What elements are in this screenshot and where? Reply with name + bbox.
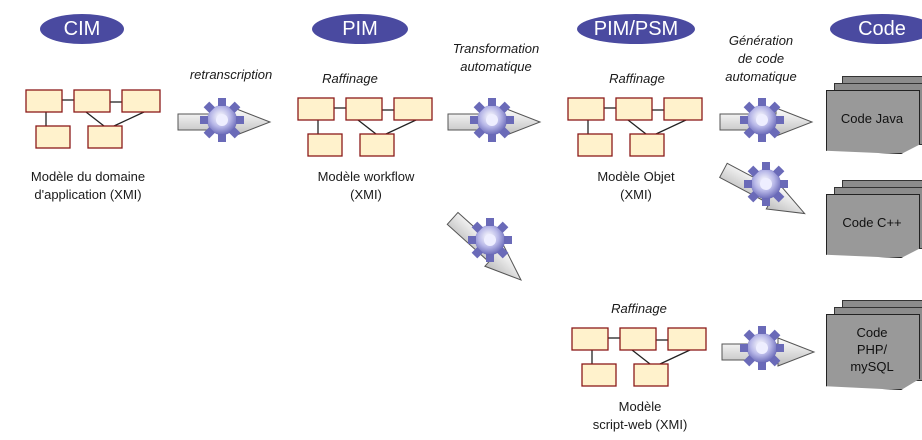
- label-generation-line2: de code: [737, 51, 785, 66]
- document-code-java: Code Java: [826, 76, 922, 156]
- caption-scriptweb-line2: script-web (XMI): [592, 417, 688, 432]
- document-code-php: Code PHP/ mySQL: [826, 300, 922, 400]
- gear-icon: [740, 326, 784, 370]
- stage-pim-psm: PIM/PSM: [577, 14, 695, 44]
- label-raffinage-psm: Raffinage: [609, 71, 665, 86]
- document-label-php: Code PHP/ mySQL: [850, 324, 894, 374]
- model-diagram-domaine: [25, 89, 161, 149]
- caption-workflow-line1: Modèle workflow: [317, 169, 415, 184]
- label-raffinage-web: Raffinage: [611, 301, 667, 316]
- model-diagram-objet: [567, 97, 703, 157]
- label-generation-line3: automatique: [725, 69, 797, 84]
- stage-cim: CIM: [40, 14, 124, 44]
- caption-scriptweb-line1: Modèle: [618, 399, 662, 414]
- gear-icon: [468, 218, 512, 262]
- document-label-cpp: Code C++: [842, 214, 902, 230]
- gear-icon: [740, 98, 784, 142]
- model-diagram-workflow: [297, 97, 433, 157]
- caption-domaine-line1: Modèle du domaine: [30, 169, 146, 184]
- stage-code: Code: [830, 14, 922, 44]
- caption-workflow-line2: (XMI): [350, 187, 382, 202]
- label-transformation-line2: automatique: [460, 59, 532, 74]
- label-generation-line1: Génération: [728, 33, 794, 48]
- label-raffinage-pim: Raffinage: [322, 71, 378, 86]
- gear-icon: [200, 98, 244, 142]
- stage-pim: PIM: [312, 14, 408, 44]
- gear-icon: [744, 162, 788, 206]
- gear-icon: [470, 98, 514, 142]
- document-label-java: Code Java: [840, 110, 904, 126]
- label-retranscription: retranscription: [189, 67, 273, 82]
- document-code-cpp: Code C++: [826, 180, 922, 260]
- model-diagram-scriptweb: [571, 327, 707, 387]
- label-transformation-line1: Transformation: [452, 41, 540, 56]
- caption-objet-line2: (XMI): [620, 187, 652, 202]
- caption-objet-line1: Modèle Objet: [597, 169, 675, 184]
- caption-domaine-line2: d'application (XMI): [34, 187, 142, 202]
